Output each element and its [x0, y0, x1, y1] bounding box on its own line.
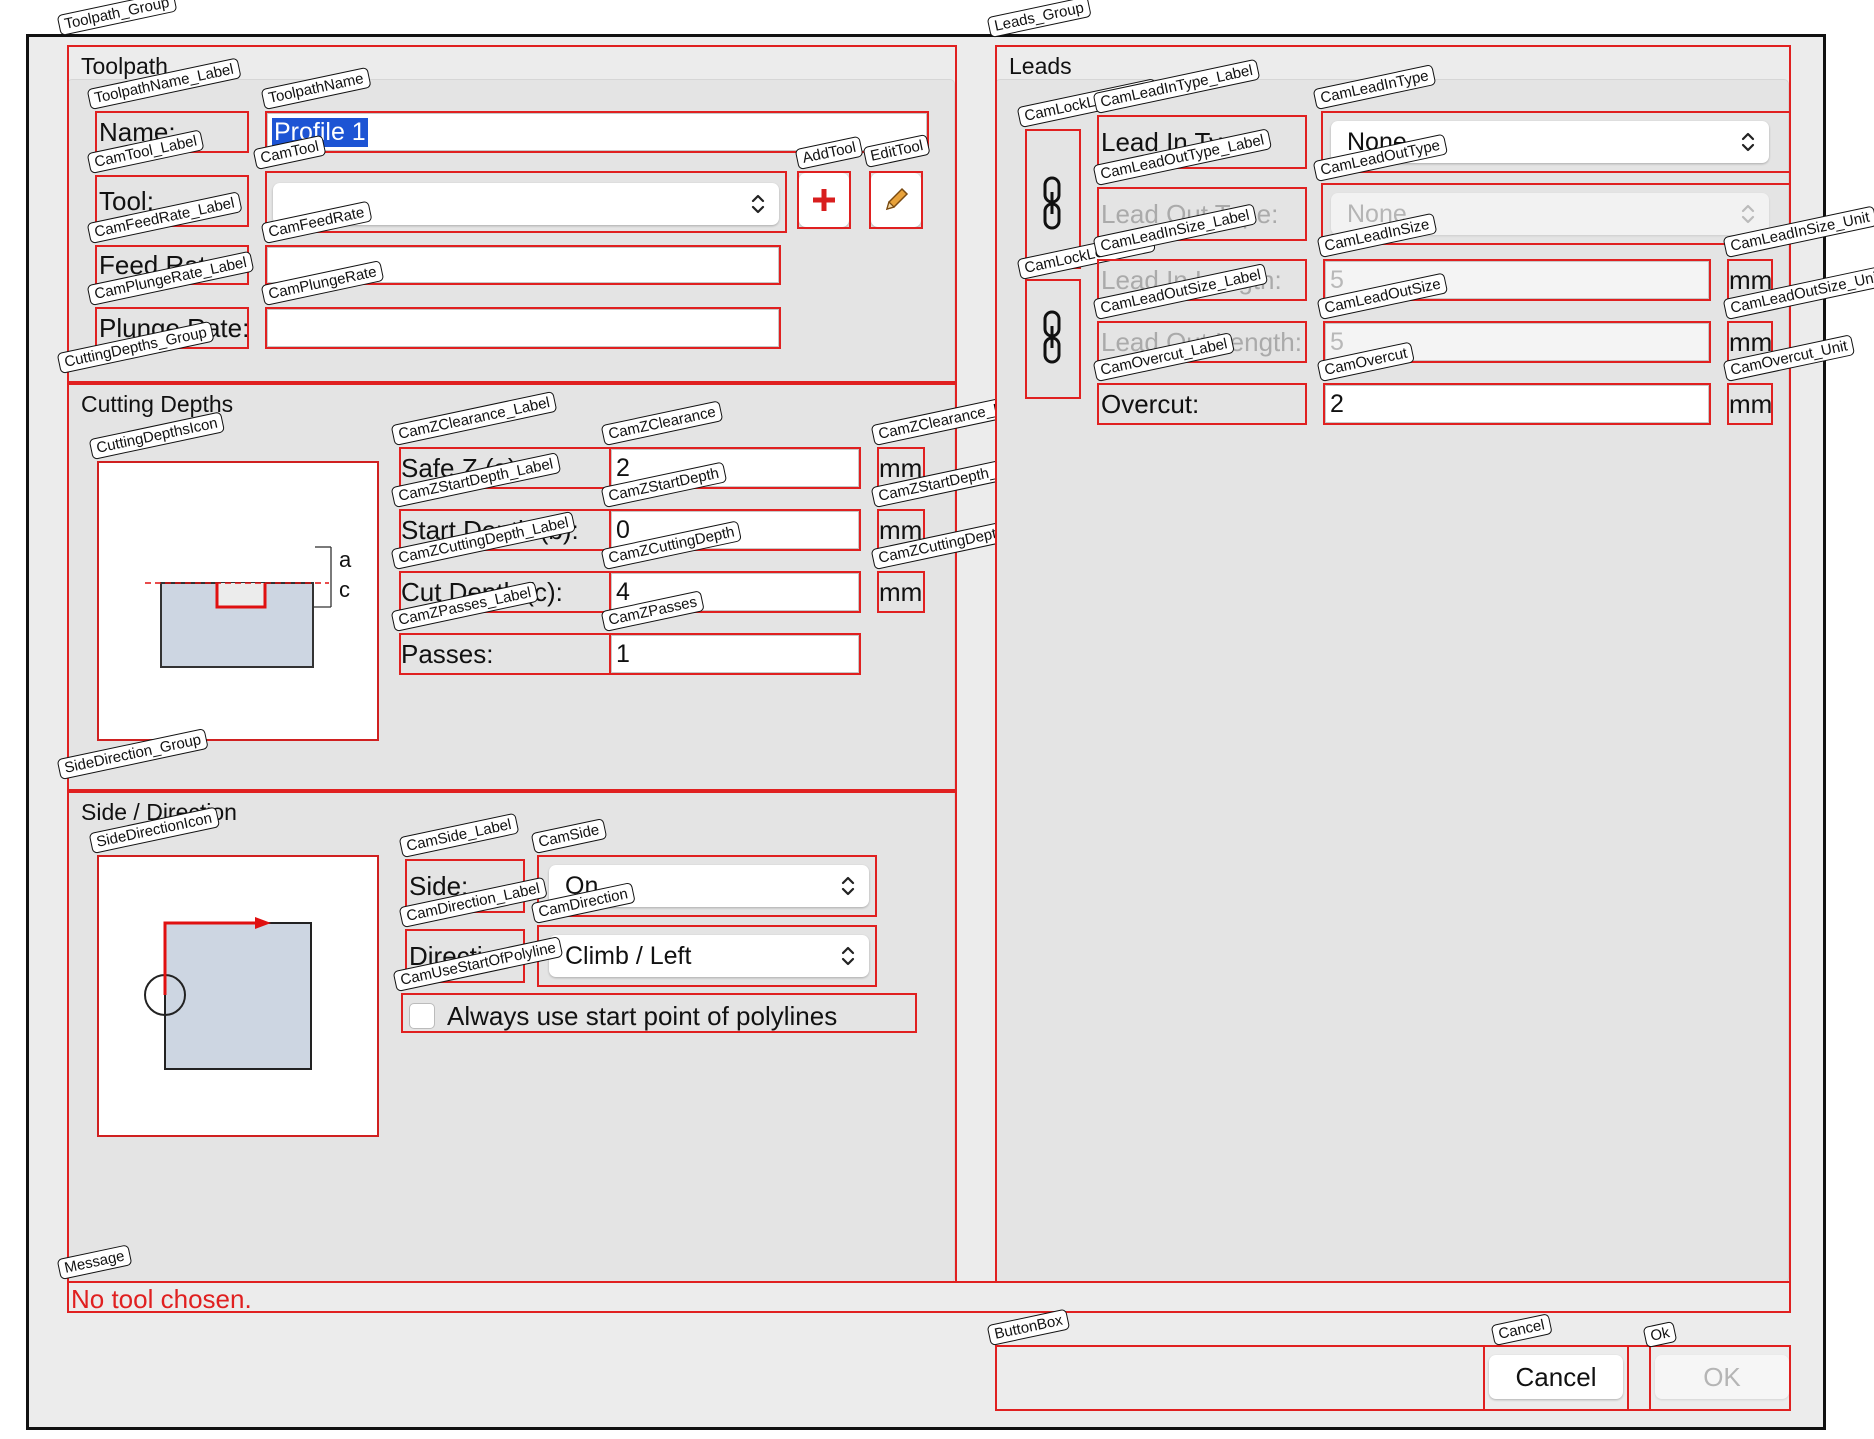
chevron-updown-icon — [1741, 132, 1755, 152]
leads-group-tag: Leads_Group — [986, 0, 1092, 38]
cutting-depths-title: Cutting Depths — [81, 391, 234, 417]
toolpath-group-outline — [67, 45, 957, 383]
lead-in-size-label-outline — [1097, 259, 1307, 301]
pencil-icon — [885, 187, 909, 211]
lead-in-type-label-outline — [1097, 115, 1307, 169]
overcut-unit-outline — [1727, 383, 1773, 425]
cancel-button-outline — [1483, 1345, 1629, 1411]
lead-in-size-outline — [1323, 259, 1711, 301]
cutting-depths-outline — [67, 383, 957, 791]
ok-button-tag: Ok — [1642, 1320, 1678, 1348]
plunge-rate-outline — [265, 307, 781, 349]
plunge-rate-input[interactable] — [267, 309, 779, 347]
lock-lead-size-outline — [1025, 279, 1081, 399]
edit-tool-button[interactable] — [871, 173, 921, 227]
chevron-updown-icon — [841, 876, 855, 896]
chevron-updown-icon — [841, 946, 855, 966]
message-outline — [67, 1281, 1791, 1313]
side-direction-diagram — [97, 855, 379, 1137]
chain-link-icon[interactable] — [1039, 175, 1065, 231]
chevron-updown-icon — [751, 194, 765, 214]
clearance-outline — [609, 447, 861, 489]
edit-tool-outline — [869, 171, 923, 229]
direction-select[interactable]: Climb / Left — [549, 935, 869, 977]
lead-out-size-label-outline — [1097, 321, 1307, 363]
passes-label: Passes: — [401, 638, 494, 669]
overcut-label-outline — [1097, 383, 1307, 425]
button-box-tag: ButtonBox — [986, 1308, 1071, 1346]
diagram-label-a: a — [339, 547, 352, 572]
use-start-label[interactable]: Always use start point of polylines — [447, 1000, 838, 1031]
cut-depth-unit: mm — [879, 576, 923, 607]
ok-button[interactable]: OK — [1655, 1355, 1789, 1399]
ok-button-outline — [1649, 1345, 1791, 1411]
toolpath-group-tag: Toolpath_Group — [56, 0, 178, 36]
passes-outline — [609, 633, 861, 675]
cancel-button[interactable]: Cancel — [1489, 1355, 1623, 1399]
cancel-button-tag: Cancel — [1490, 1313, 1553, 1346]
cam-settings-dialog: Toolpath_Group Toolpath ToolpathName_Lab… — [26, 0, 1874, 1430]
lead-in-type-outline — [1321, 111, 1791, 173]
feed-rate-outline — [265, 245, 781, 285]
add-tool-outline — [797, 171, 851, 229]
lead-out-type-outline — [1321, 183, 1791, 245]
direction-select-value: Climb / Left — [565, 941, 692, 970]
leads-group-title: Leads — [1009, 53, 1072, 79]
overcut-unit: mm — [1729, 388, 1773, 419]
lead-out-size-outline — [1323, 321, 1711, 363]
start-depth-outline — [609, 509, 861, 551]
toolpath-name-input[interactable]: Profile 1 — [267, 113, 927, 151]
chevron-updown-icon — [1741, 204, 1755, 224]
passes-input[interactable]: 1 — [611, 635, 859, 673]
status-message: No tool chosen. — [71, 1283, 252, 1314]
diagram-label-c: c — [339, 577, 350, 602]
chain-link-icon[interactable] — [1039, 309, 1065, 365]
overcut-outline — [1323, 383, 1711, 425]
use-start-outline — [401, 993, 917, 1033]
overcut-label: Overcut: — [1101, 388, 1200, 419]
tool-select-outline — [265, 171, 787, 233]
plus-icon — [813, 189, 835, 211]
overcut-input[interactable]: 2 — [1325, 385, 1709, 423]
side-direction-icon — [144, 917, 312, 1070]
cut-depth-outline — [609, 571, 861, 613]
use-start-checkbox[interactable] — [409, 1003, 435, 1029]
cutting-depths-icon — [145, 546, 332, 668]
add-tool-button[interactable] — [799, 173, 849, 227]
direction-select-outline — [537, 925, 877, 987]
cut-depth-unit-outline — [877, 571, 925, 613]
toolpath-name-outline — [265, 111, 929, 153]
lead-out-type-label-outline — [1097, 187, 1307, 241]
cutting-depths-diagram: a c — [97, 461, 379, 741]
